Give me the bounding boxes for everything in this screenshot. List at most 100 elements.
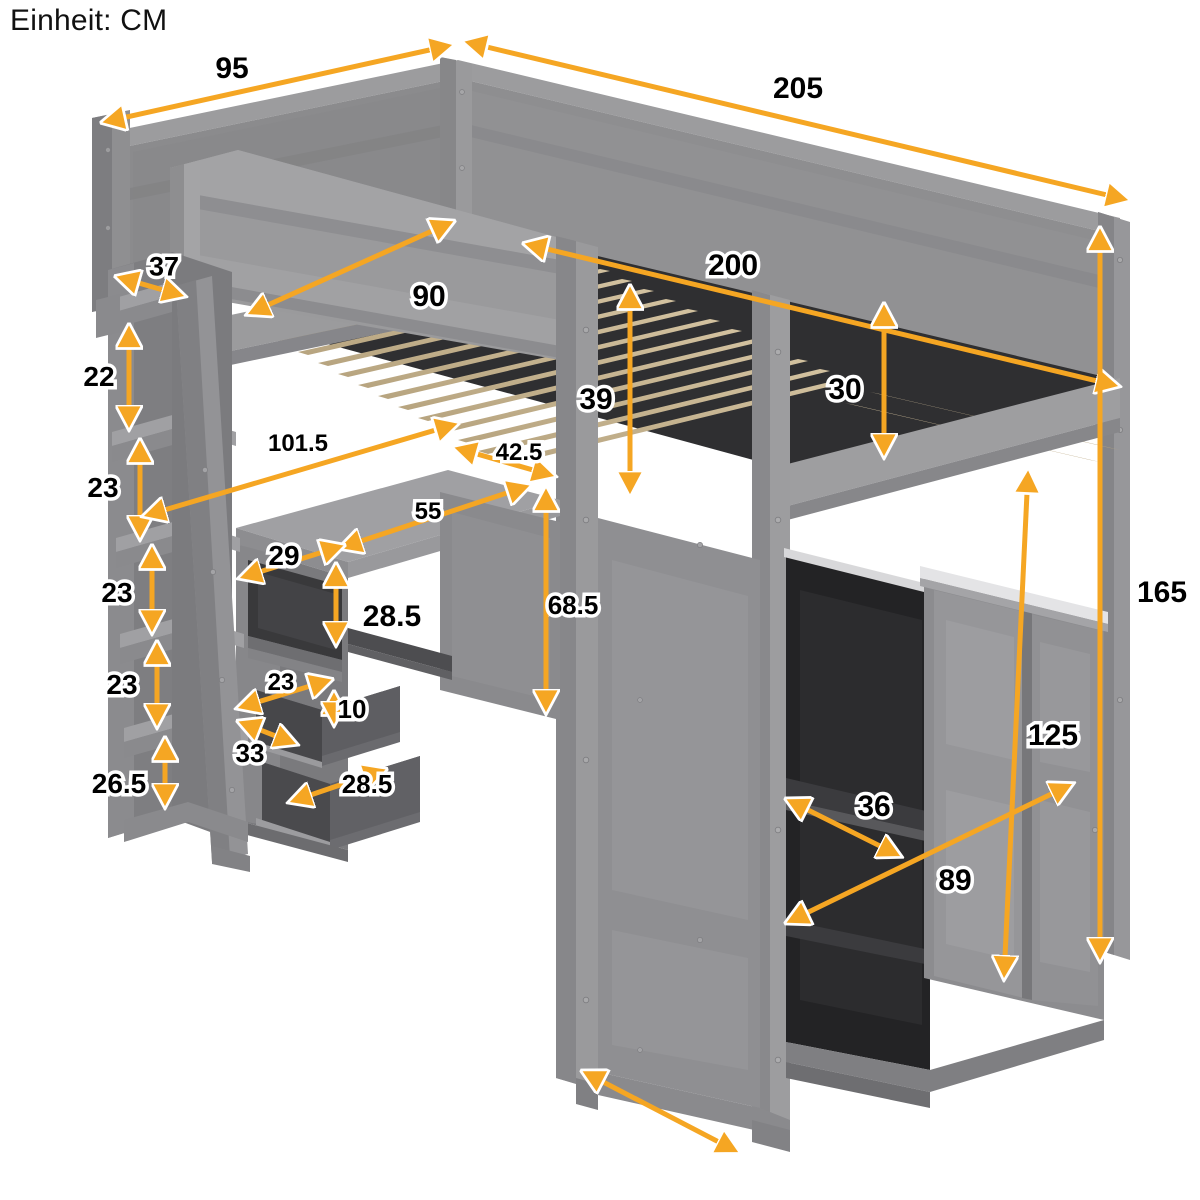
dimension-label-halo: 26.5 <box>88 766 149 801</box>
dimension-label-text: 68.5 <box>547 590 599 620</box>
dimension-label-halo: 125 <box>1024 717 1081 754</box>
dimension-label-text: 10 <box>337 694 367 724</box>
dimension-label-halo: 205 <box>769 70 826 107</box>
cabinet-left-side-panel <box>598 518 760 1108</box>
center-front-post <box>556 236 598 1090</box>
dimension-label-halo: 95 <box>212 50 252 87</box>
dimension-label-text: 33 <box>235 738 265 768</box>
arrow-base-depth <box>584 1072 738 1152</box>
dimension-label-text: 39 <box>579 383 613 416</box>
dimension-label-text: 22 <box>83 361 115 392</box>
dimension-arrows <box>104 42 1128 1152</box>
dimension-label-halo: 89 <box>935 862 975 899</box>
arrow-90 <box>248 222 452 314</box>
dimension-label-halo: 42.5 <box>492 437 546 468</box>
arrow-125 <box>1004 472 1028 978</box>
dimension-label-halo: 28.5 <box>338 768 396 801</box>
dimension-label-halo: 200 <box>704 247 761 284</box>
left-far-post <box>92 110 130 312</box>
dimension-label-halo: 10 <box>334 693 370 726</box>
dimension-label-halo: 33 <box>232 737 268 770</box>
unit-label: Einheit: CM <box>10 4 168 37</box>
dimension-label-halo: 90 <box>409 278 449 315</box>
dimension-label-text: 90 <box>412 280 446 313</box>
dimension-label-halo: 68.5 <box>544 589 602 622</box>
wardrobe-left-post <box>752 290 790 1130</box>
dimension-label-halo: 37 <box>145 250 182 284</box>
dimension-label-text: 200 <box>707 249 759 282</box>
dimension-label-text: 205 <box>772 72 824 105</box>
dimension-label-text: 36 <box>857 790 891 823</box>
dimension-label-text: 23 <box>101 577 133 608</box>
dimension-label-halo: 29 <box>265 538 303 573</box>
arrow-37 <box>118 277 184 296</box>
dimension-label-text: 23 <box>87 472 119 503</box>
dimension-label-text: 55 <box>414 498 442 525</box>
dimension-label-text: 28.5 <box>362 600 422 633</box>
dimension-label-text: 28.5 <box>341 769 393 799</box>
dimension-label-halo: 30 <box>825 371 865 408</box>
arrow-285d <box>290 770 384 802</box>
dimension-label-text: 125 <box>1027 719 1079 752</box>
dimension-label-halo: 23 <box>98 575 136 610</box>
arrow-33 <box>240 722 296 744</box>
dimension-label-halo: 28.5 <box>359 598 424 635</box>
dimension-label-halo: 23 <box>84 470 122 505</box>
arrow-205 <box>466 42 1128 200</box>
left-rear-leg <box>96 294 120 338</box>
dimension-label-text: 37 <box>148 251 180 282</box>
dimension-label-halo: 39 <box>576 381 616 418</box>
arrow-23d <box>238 680 330 708</box>
arrow-29 <box>240 546 342 578</box>
arrow-425 <box>456 448 554 476</box>
dimension-label-text: 42.5 <box>495 439 543 466</box>
dimension-label-halo: 165 <box>1133 574 1190 611</box>
dimension-label-halo: 23 <box>103 667 141 702</box>
arrow-95 <box>104 45 452 122</box>
dimension-label-text: 26.5 <box>91 768 147 799</box>
dimension-label-halo: 55 <box>411 496 445 527</box>
dimension-label-halo: 36 <box>854 788 894 825</box>
arrow-55 <box>340 486 528 548</box>
dimension-label-text: 95 <box>215 52 249 85</box>
dimension-label-text: 165 <box>1136 576 1188 609</box>
dimension-label-text: 29 <box>268 540 300 571</box>
dimension-label-text: 89 <box>938 864 972 897</box>
dimension-label-halo: 101.5 <box>264 428 331 459</box>
dimension-label-text: 101.5 <box>267 430 329 457</box>
bed-structure <box>92 57 1130 1152</box>
dimension-label-text: 23 <box>267 669 295 696</box>
arrow-1015 <box>144 424 456 516</box>
arrow-200 <box>526 244 1118 386</box>
dimension-label-halo: 22 <box>80 359 118 394</box>
dimension-label-text: 23 <box>106 669 138 700</box>
dimension-label-halo: 23 <box>264 667 298 698</box>
